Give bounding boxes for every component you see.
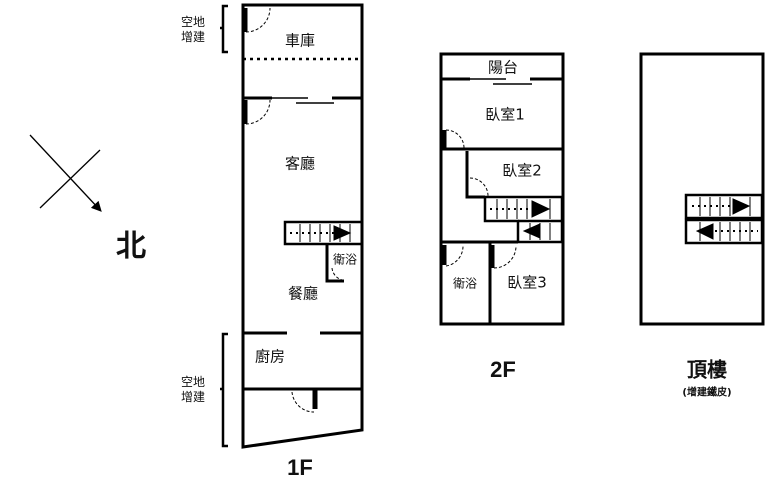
side-note-bottom: 空地 增建 (181, 375, 205, 405)
room-dining: 餐廳 (287, 284, 319, 303)
side-note-line: 空地 (180, 375, 206, 389)
floor1-title: 1F (287, 455, 313, 480)
room-bedroom3: 臥室3 (507, 273, 547, 292)
north-label: 北 (116, 229, 146, 264)
side-note-line: 空地 (180, 15, 206, 29)
roof-subtitle: (增建鐵皮) (682, 387, 732, 399)
room-living: 客廳 (284, 154, 316, 173)
room-bedroom2: 臥室2 (502, 161, 542, 180)
floor2-stairs-icon (490, 199, 551, 240)
side-note-line: 增建 (180, 390, 206, 404)
compass-arrow-icon (29, 134, 102, 212)
room-balcony: 陽台 (487, 58, 519, 77)
floor1-stairs-icon (290, 224, 352, 242)
room-garage: 車庫 (284, 31, 316, 50)
room-kitchen: 廚房 (254, 347, 286, 366)
floor1-plan (241, 3, 364, 449)
roof-stairs-icon (692, 197, 758, 241)
roof-plan (639, 52, 765, 326)
bracket-bottom (220, 332, 228, 448)
roof-title: 頂樓 (687, 357, 727, 382)
floor2-title: 2F (490, 357, 516, 382)
bracket-top (220, 4, 228, 54)
room-bath-1f: 衛浴 (332, 252, 358, 267)
floor2-plan (439, 52, 565, 326)
side-note-line: 增建 (180, 30, 206, 44)
side-note-top: 空地 增建 (181, 15, 205, 45)
room-bath-2f: 衛浴 (452, 276, 478, 291)
room-bedroom1: 臥室1 (485, 105, 525, 124)
